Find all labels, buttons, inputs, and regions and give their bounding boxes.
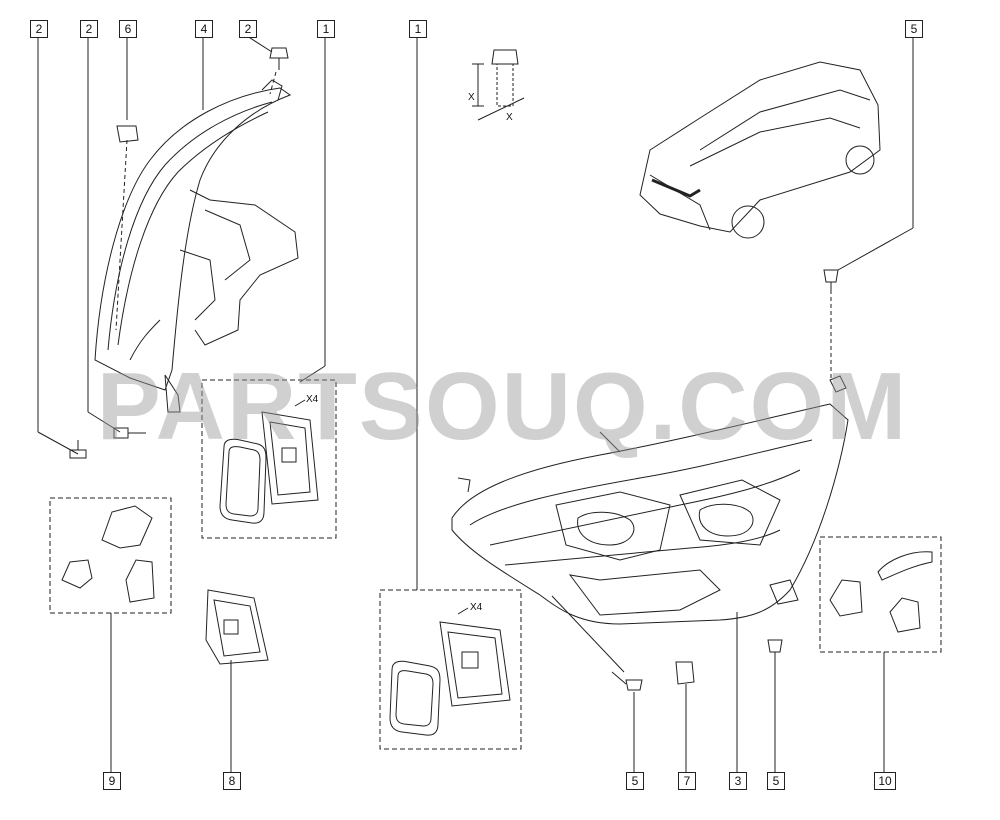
quantity-label-left: X4 — [306, 394, 319, 405]
callout-5: 5 — [905, 20, 923, 38]
bolt-right-5b — [767, 639, 783, 660]
callout-1: 1 — [317, 20, 335, 38]
clip-6 — [116, 125, 139, 143]
screw-top — [269, 47, 289, 70]
ballast-module-8 — [205, 589, 269, 665]
kit-frame-9 — [49, 497, 172, 614]
callout-1: 1 — [409, 20, 427, 38]
vehicle-location-sketch — [639, 61, 881, 239]
ballast-module-right — [389, 607, 511, 736]
leader-2c — [246, 35, 273, 53]
headlamp-housing-side-view — [94, 79, 299, 413]
bolt-right-5a — [611, 671, 643, 691]
callout-2: 2 — [30, 20, 48, 38]
watermark: PARTSOUQ.COM — [96, 353, 909, 460]
callout-3: 3 — [729, 772, 747, 790]
dimension-label-b: X — [506, 112, 513, 123]
kit-frame-1b — [379, 589, 522, 750]
bracket-kit-10 — [829, 551, 933, 633]
callout-6: 6 — [119, 20, 137, 38]
bolt-left-b — [113, 427, 146, 439]
callout-2: 2 — [80, 20, 98, 38]
callout-2: 2 — [239, 20, 257, 38]
bracket-kit-9 — [61, 505, 155, 603]
callout-7: 7 — [678, 772, 696, 790]
headlamp-assembly — [451, 375, 849, 625]
callout-10: 10 — [874, 772, 896, 790]
kit-frame-10 — [819, 536, 942, 653]
ballast-module-left — [219, 399, 319, 524]
callout-8: 8 — [223, 772, 241, 790]
callout-9: 9 — [103, 772, 121, 790]
callout-5: 5 — [626, 772, 644, 790]
callout-5: 5 — [767, 772, 785, 790]
clip-7 — [675, 661, 695, 685]
dimension-label-a: X — [468, 92, 475, 103]
bolt-dimension-sketch — [472, 49, 525, 121]
kit-frame-1a — [201, 379, 337, 539]
callout-4: 4 — [195, 20, 213, 38]
quantity-label-right: X4 — [470, 602, 483, 613]
bolt-top-5 — [823, 269, 839, 290]
bolt-left-a — [69, 440, 87, 459]
